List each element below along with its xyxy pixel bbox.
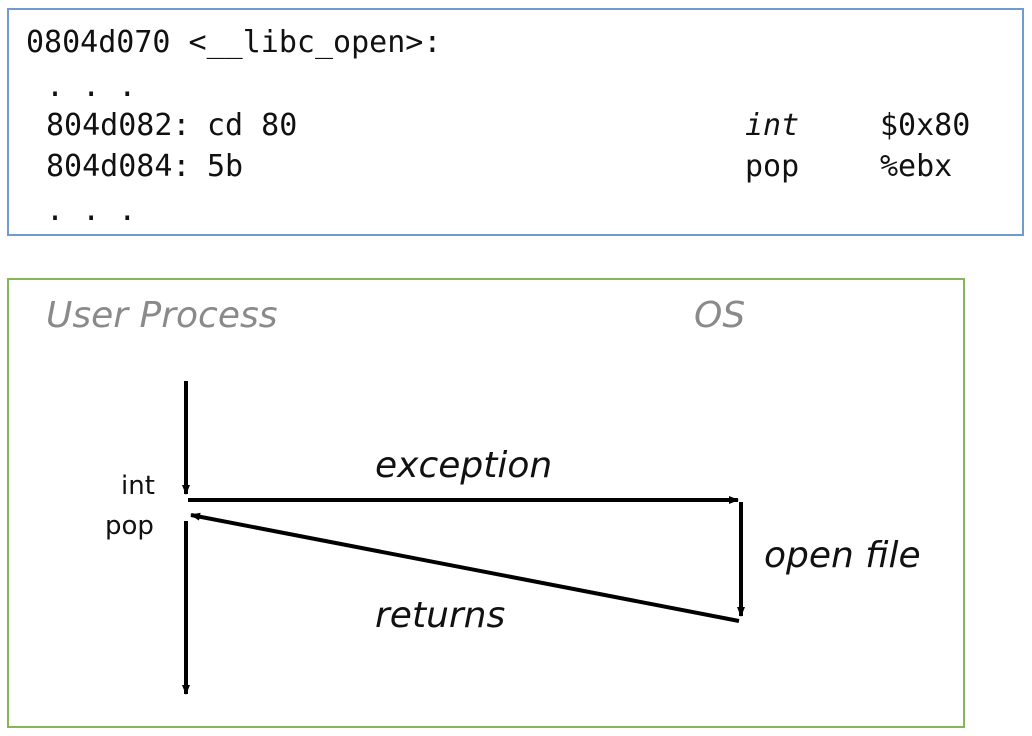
exception-flow-diagram [7,278,965,728]
exception-label: exception [375,445,553,486]
code-operand-1: $0x80 [880,108,971,143]
code-listing-box: 0804d070 <__libc_open>: . . . 804d082: c… [7,8,1024,236]
code-ellipsis-top: . . . [46,69,137,104]
open-file-label: open file [764,535,921,576]
returns-arrow [190,512,740,623]
code-ellipsis-bottom: . . . [46,193,137,228]
code-bytes-2: 5b [207,149,244,184]
pop-label: pop [105,511,154,541]
code-addr-1: 804d082: [46,108,191,143]
returns-label: returns [375,595,506,636]
code-addr-2: 804d084: [46,149,191,184]
code-mnemonic-2: pop [745,149,800,184]
code-header: 0804d070 <__libc_open>: [26,25,442,60]
code-mnemonic-1: int [745,108,800,143]
code-bytes-1: cd 80 [207,108,298,143]
int-label: int [121,471,155,501]
os-label: OS [694,295,746,336]
code-operand-2: %ebx [880,149,953,184]
user-process-label: User Process [46,295,278,336]
